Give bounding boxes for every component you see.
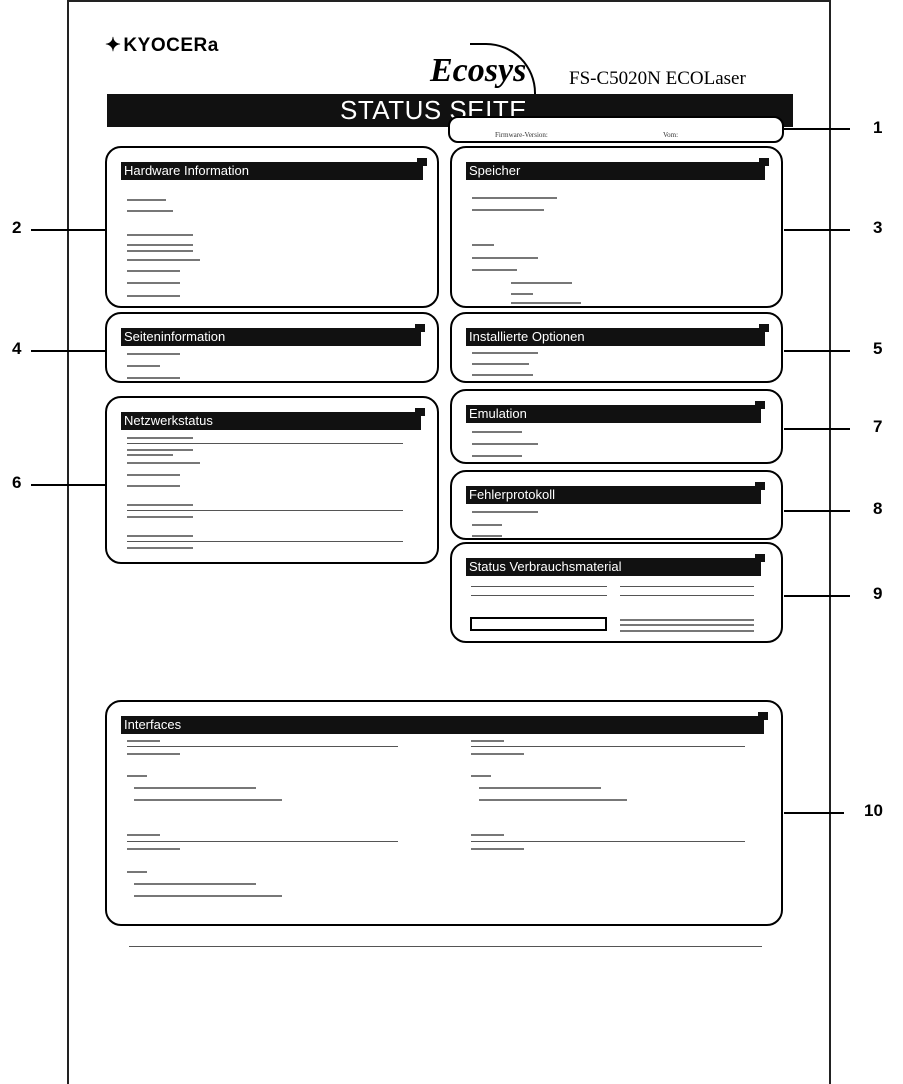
callout-line-4 <box>31 350 106 352</box>
kyocera-logo: ✦KYOCERa <box>105 34 219 57</box>
section-title: Status Verbrauchsmaterial <box>469 559 622 574</box>
callout-3: 3 <box>873 218 883 237</box>
section-header: Emulation <box>466 401 765 423</box>
emulation-box: Emulation <box>450 389 783 464</box>
section-header: Installierte Optionen <box>466 324 769 346</box>
callout-9: 9 <box>873 584 883 603</box>
callout-1: 1 <box>873 118 883 137</box>
section-header: Speicher <box>466 158 769 180</box>
callout-5: 5 <box>873 339 883 358</box>
section-header: Seiteninformation <box>121 324 425 346</box>
interfaces-box: Interfaces <box>105 700 783 926</box>
section-header: Hardware Information <box>121 158 427 180</box>
section-title: Emulation <box>469 406 527 421</box>
ecosys-brand: Ecosys <box>430 52 527 89</box>
callout-7: 7 <box>873 417 883 436</box>
installed-options-box: Installierte Optionen <box>450 312 783 383</box>
callout-line-8 <box>784 510 850 512</box>
toner-level-bar <box>470 617 607 631</box>
callout-8: 8 <box>873 499 883 518</box>
callout-line-7 <box>784 428 850 430</box>
callout-4: 4 <box>12 339 22 358</box>
memory-box: Speicher <box>450 146 783 308</box>
footer-rule <box>129 946 762 947</box>
page-information-box: Seiteninformation <box>105 312 439 383</box>
callout-line-1 <box>784 128 850 130</box>
callout-2: 2 <box>12 218 22 237</box>
section-title: Hardware Information <box>124 163 249 178</box>
section-title: Seiteninformation <box>124 329 226 344</box>
section-header: Status Verbrauchsmaterial <box>466 554 765 576</box>
callout-line-6 <box>31 484 106 486</box>
callout-line-9 <box>784 595 850 597</box>
section-title: Interfaces <box>124 717 182 732</box>
section-title: Installierte Optionen <box>469 329 585 344</box>
section-header: Interfaces <box>121 712 768 734</box>
section-title: Speicher <box>469 163 521 178</box>
callout-line-5 <box>784 350 850 352</box>
section-title: Netzwerkstatus <box>124 413 213 428</box>
section-header: Fehlerprotokoll <box>466 482 765 504</box>
printer-model: FS-C5020N ECOLaser <box>569 68 746 89</box>
firmware-label: Firmware-Version: <box>495 131 548 139</box>
page-top-edge <box>67 0 831 2</box>
section-header: Netzwerkstatus <box>121 408 425 430</box>
error-log-box: Fehlerprotokoll <box>450 470 783 540</box>
hardware-information-box: Hardware Information <box>105 146 439 308</box>
date-label: Vom: <box>663 131 679 139</box>
status-page-sheet <box>67 0 831 1084</box>
callout-6: 6 <box>12 473 22 492</box>
section-title: Fehlerprotokoll <box>469 487 555 502</box>
callout-line-2 <box>31 229 106 231</box>
callout-10: 10 <box>864 801 883 820</box>
logo-text: KYOCERa <box>123 35 219 56</box>
kyocera-logo-mark-icon: ✦ <box>105 35 122 56</box>
callout-line-10 <box>784 812 844 814</box>
firmware-box: Firmware-Version: Vom: <box>448 116 784 143</box>
callout-line-3 <box>784 229 850 231</box>
network-status-box: Netzwerkstatus <box>105 396 439 564</box>
